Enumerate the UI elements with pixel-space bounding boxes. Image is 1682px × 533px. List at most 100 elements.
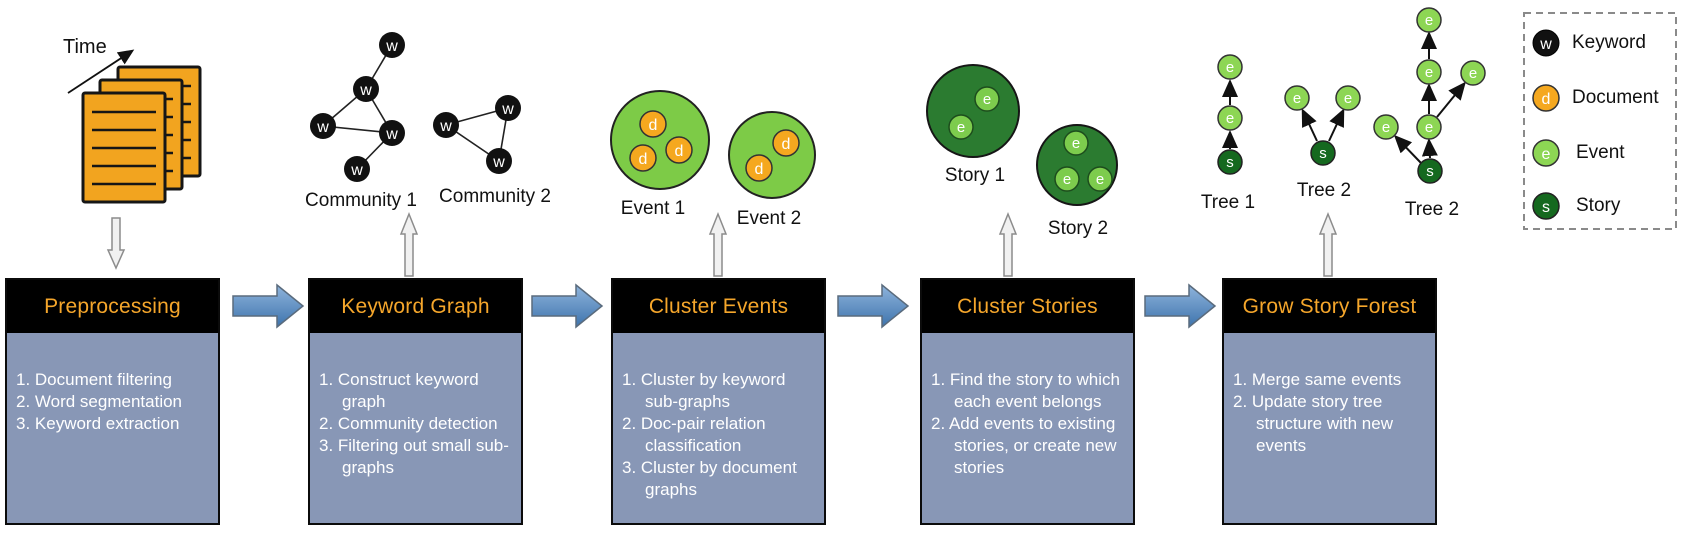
stage-step: 2. Doc-pair relation classification: [622, 414, 766, 455]
stage-cluster-stories: Cluster Stories 1. Find the story to whi…: [920, 278, 1135, 525]
legend-event-symbol: e: [1542, 146, 1551, 163]
keyword-node-label: w: [359, 82, 372, 99]
event-2-cluster: d d: [728, 111, 816, 199]
legend-document-symbol: d: [1542, 91, 1551, 108]
story-tree-2: e e s: [1284, 85, 1361, 166]
up-arrow-icon: [998, 211, 1018, 277]
event-node-label: e: [1425, 12, 1433, 29]
legend-document-label: Document: [1572, 87, 1659, 108]
tree-2-label: Tree 2: [1296, 180, 1352, 201]
event-node-label: e: [1293, 90, 1301, 107]
stage-step: 3. Cluster by document graphs: [622, 458, 797, 499]
document-node-label: d: [755, 161, 764, 178]
event-node-label: e: [1425, 64, 1433, 81]
stage-grow-story-forest: Grow Story Forest 1. Merge same events 2…: [1222, 278, 1437, 525]
keyword-node-label: w: [501, 101, 514, 118]
stage-step: 1. Construct keyword graph: [319, 370, 479, 411]
right-arrow-icon: [1144, 283, 1217, 329]
tree-3-label: Tree 2: [1404, 199, 1460, 220]
keyword-node-label: w: [316, 119, 329, 136]
right-arrow-icon: [531, 283, 604, 329]
stage-step: 2. Word segmentation: [16, 392, 182, 411]
stage-title: Preprocessing: [44, 294, 181, 318]
event-node-label: e: [1344, 90, 1352, 107]
down-arrow-icon: [106, 217, 126, 270]
document-node-label: d: [782, 136, 791, 153]
event-1-cluster: d d d: [610, 90, 710, 190]
document-stack-icon: [81, 65, 202, 204]
story-1-label: Story 1: [944, 165, 1006, 186]
stage-step: 3. Keyword extraction: [16, 414, 180, 433]
tree-1-label: Tree 1: [1200, 192, 1256, 213]
stage-preprocessing: Preprocessing 1. Document filtering 2. W…: [5, 278, 220, 525]
keyword-node-label: w: [385, 38, 398, 55]
community-2-graph: w w w: [433, 95, 521, 174]
stage-step: 2. Update story tree structure with new …: [1233, 392, 1393, 455]
document-node-label: d: [649, 117, 658, 134]
legend-box: w d e s: [1523, 12, 1677, 230]
story-node-label: s: [1319, 145, 1327, 162]
stage-step: 1. Find the story to which each event be…: [931, 370, 1120, 411]
keyword-node-label: w: [439, 118, 452, 135]
event-node-label: e: [1072, 135, 1080, 152]
stage-steps: 1. Cluster by keyword sub-graphs 2. Doc-…: [613, 333, 824, 501]
stage-steps: 1. Construct keyword graph 2. Community …: [310, 333, 521, 479]
stage-step: 3. Filtering out small sub-graphs: [319, 436, 509, 477]
legend-keyword-symbol: w: [1539, 36, 1552, 53]
stage-steps: 1. Merge same events 2. Update story tre…: [1224, 333, 1435, 457]
stage-header: Cluster Events: [613, 280, 824, 333]
community-1-graph: w w w w w: [310, 32, 405, 182]
event-node-label: e: [1425, 119, 1433, 136]
stage-steps: 1. Document filtering 2. Word segmentati…: [7, 333, 218, 435]
event-1-label: Event 1: [620, 198, 686, 219]
keyword-node-label: w: [385, 126, 398, 143]
event-node-label: e: [1469, 65, 1477, 82]
keyword-node-label: w: [492, 154, 505, 171]
stage-step: 2. Add events to existing stories, or cr…: [931, 414, 1117, 477]
community-1-label: Community 1: [305, 190, 417, 211]
right-arrow-icon: [837, 283, 910, 329]
stage-keyword-graph: Keyword Graph 1. Construct keyword graph…: [308, 278, 523, 525]
story-tree-1: e e s: [1217, 54, 1243, 175]
event-node-label: e: [1063, 171, 1071, 188]
stage-step: 2. Community detection: [319, 414, 498, 433]
event-node-label: e: [1226, 110, 1234, 127]
stage-cluster-events: Cluster Events 1. Cluster by keyword sub…: [611, 278, 826, 525]
legend-event-label: Event: [1576, 142, 1625, 163]
time-label: Time: [63, 36, 107, 58]
stage-title: Cluster Events: [648, 294, 789, 318]
story-node-label: s: [1426, 163, 1434, 180]
stage-steps: 1. Find the story to which each event be…: [922, 333, 1133, 479]
time-arrow-icon: [67, 49, 135, 94]
legend-story-label: Story: [1576, 195, 1621, 216]
event-node-label: e: [983, 91, 991, 108]
stage-header: Keyword Graph: [310, 280, 521, 333]
up-arrow-icon: [708, 211, 728, 277]
stage-title: Grow Story Forest: [1242, 294, 1417, 318]
keyword-node-label: w: [350, 162, 363, 179]
stage-header: Grow Story Forest: [1224, 280, 1435, 333]
right-arrow-icon: [232, 283, 305, 329]
legend-keyword-label: Keyword: [1572, 32, 1646, 53]
story-2-label: Story 2: [1047, 218, 1109, 239]
event-node-label: e: [1382, 119, 1390, 136]
stage-step: 1. Merge same events: [1233, 370, 1402, 389]
stage-step: 1. Document filtering: [16, 370, 172, 389]
story-node-label: s: [1226, 154, 1234, 171]
stage-connector-arrows: [106, 211, 1338, 277]
pipeline-flow-arrows: [232, 283, 1217, 329]
document-node-label: d: [639, 151, 648, 168]
stage-step: 1. Cluster by keyword sub-graphs: [622, 370, 786, 411]
story-1-cluster: e e: [926, 64, 1020, 158]
stage-header: Preprocessing: [7, 280, 218, 333]
event-2-label: Event 2: [736, 208, 802, 229]
stage-header: Cluster Stories: [922, 280, 1133, 333]
story-tree-3: e e e e e s: [1373, 7, 1486, 184]
up-arrow-icon: [399, 211, 419, 277]
event-node-label: e: [957, 119, 965, 136]
community-2-label: Community 2: [439, 186, 551, 207]
legend-story-symbol: s: [1542, 199, 1550, 216]
document-node-label: d: [675, 143, 684, 160]
